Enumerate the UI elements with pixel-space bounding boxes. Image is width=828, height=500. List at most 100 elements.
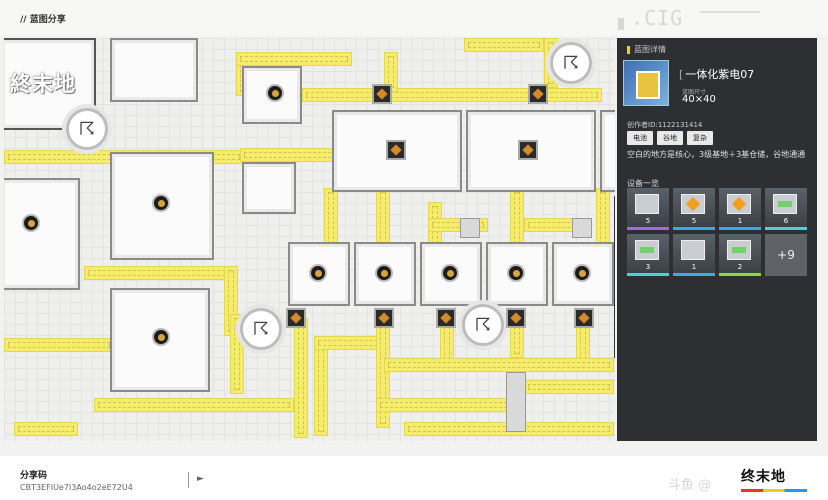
more-devices-button[interactable]: +9 <box>765 234 807 276</box>
material-node-icon[interactable] <box>573 264 591 282</box>
blueprint-description: 空白的地方是核心，3级基地＋3基仓储，谷地通通 <box>627 150 806 159</box>
tag-badge: 电池 <box>627 131 653 145</box>
device-card-crusher[interactable]: 5 <box>673 188 715 230</box>
blueprint-thumbnail-icon <box>623 60 669 106</box>
conveyor-belt <box>94 398 294 412</box>
device-count: 6 <box>783 217 789 225</box>
factory-building[interactable] <box>288 242 350 306</box>
header-deco-mark: ▖.CIG <box>618 6 684 30</box>
brand-color-bar <box>741 489 807 492</box>
port-icon[interactable] <box>372 84 392 104</box>
tag-badge: 谷地 <box>657 131 683 145</box>
conveyor-belt <box>302 88 602 102</box>
port-icon[interactable] <box>374 308 394 328</box>
factory-building[interactable] <box>4 178 80 290</box>
splitter-block[interactable] <box>506 372 526 432</box>
port-icon[interactable] <box>574 308 594 328</box>
device-card-pump[interactable]: 2 <box>719 234 761 276</box>
material-node-icon[interactable] <box>152 328 170 346</box>
conveyor-belt <box>294 318 308 438</box>
material-node-icon[interactable] <box>22 214 40 232</box>
game-logo: 終末地 <box>8 44 100 106</box>
device-grid: 5 5 1 6 3 1 2 +9 <box>627 188 807 276</box>
splitter-icon <box>727 194 751 214</box>
material-node-icon[interactable] <box>375 264 393 282</box>
refinery-icon <box>635 194 659 214</box>
power-pylon-icon[interactable] <box>240 308 282 350</box>
size-value: 40×40 <box>682 94 716 105</box>
conveyor-belt <box>384 358 614 372</box>
brand-logo: 终末地 <box>741 469 786 485</box>
power-pylon-icon[interactable] <box>550 42 592 84</box>
share-code-label: 分享码 <box>20 471 48 481</box>
conveyor-belt <box>376 398 516 412</box>
port-icon[interactable] <box>386 140 406 160</box>
factory-building[interactable] <box>110 38 198 102</box>
factory-building[interactable] <box>486 242 548 306</box>
blueprint-map[interactable] <box>4 38 615 441</box>
device-card-storage[interactable]: 6 <box>765 188 807 230</box>
material-node-icon[interactable] <box>152 194 170 212</box>
device-card-refinery[interactable]: 5 <box>627 188 669 230</box>
assembler-icon <box>635 240 659 260</box>
conveyor-belt <box>4 338 114 352</box>
author-id: 创作者ID:1122131414 <box>627 121 703 129</box>
material-node-icon[interactable] <box>507 264 525 282</box>
material-node-icon[interactable] <box>266 84 284 102</box>
device-count: 5 <box>645 217 651 225</box>
factory-building[interactable] <box>4 38 96 130</box>
size-label: 蓝图尺寸 <box>682 89 707 96</box>
conveyor-belt <box>510 188 524 248</box>
factory-building[interactable] <box>242 162 296 214</box>
blueprint-detail-panel: 蓝图详情 一体化紫电07 蓝图尺寸 40×40 创作者ID:1122131414… <box>617 38 817 441</box>
crusher-icon <box>681 194 705 214</box>
logo-text: 終末地 <box>10 72 76 96</box>
conveyor-belt <box>240 148 340 162</box>
share-code-bar: 分享码 CBT3EFIUe7I3Ao4o2eE72U4 ► 斗鱼 @ 终末地 <box>0 456 828 500</box>
device-card-splitter[interactable]: 1 <box>719 188 761 230</box>
power-pylon-icon[interactable] <box>462 304 504 346</box>
share-code-value[interactable]: CBT3EFIUe7I3Ao4o2eE72U4 <box>20 483 133 492</box>
tag-list: 电池 谷地 复杂 <box>627 131 713 145</box>
devices-title: 设备一览 <box>627 179 659 188</box>
watermark: 斗鱼 @ <box>668 478 712 493</box>
port-icon[interactable] <box>286 308 306 328</box>
device-card-assembler[interactable]: 3 <box>627 234 669 276</box>
splitter-block[interactable] <box>572 218 592 238</box>
conveyor-belt <box>524 218 584 232</box>
device-count: 5 <box>691 217 697 225</box>
header-bar: // 蓝图分享 ▖.CIG <box>0 0 828 36</box>
divider <box>188 472 189 488</box>
blueprint-name: 一体化紫电07 <box>679 66 754 82</box>
breadcrumb[interactable]: // 蓝图分享 <box>20 15 66 25</box>
power-pylon-icon[interactable] <box>66 108 108 150</box>
port-icon[interactable] <box>518 140 538 160</box>
conveyor-belt <box>314 336 382 350</box>
material-node-icon[interactable] <box>441 264 459 282</box>
device-count: 2 <box>737 263 743 271</box>
device-count: 3 <box>645 263 651 271</box>
device-count: 1 <box>737 217 743 225</box>
conveyor-belt <box>596 188 610 248</box>
factory-building[interactable] <box>600 110 615 192</box>
pump-icon <box>727 240 751 260</box>
conveyor-belt <box>324 188 338 248</box>
conveyor-belt <box>314 336 328 436</box>
conveyor-belt <box>376 188 390 248</box>
port-icon[interactable] <box>436 308 456 328</box>
device-count: 1 <box>691 263 697 271</box>
copy-arrow-icon[interactable]: ► <box>197 474 204 484</box>
port-icon[interactable] <box>528 84 548 104</box>
conveyor-belt <box>524 380 614 394</box>
splitter-block[interactable] <box>460 218 480 238</box>
mixer-icon <box>681 240 705 260</box>
device-card-mixer[interactable]: 1 <box>673 234 715 276</box>
conveyor-belt <box>14 422 78 436</box>
material-node-icon[interactable] <box>309 264 327 282</box>
port-icon[interactable] <box>506 308 526 328</box>
panel-title: 蓝图详情 <box>627 44 666 55</box>
conveyor-belt <box>464 38 544 52</box>
vertical-scrollbar[interactable] <box>614 196 615 358</box>
conveyor-belt <box>84 266 234 280</box>
